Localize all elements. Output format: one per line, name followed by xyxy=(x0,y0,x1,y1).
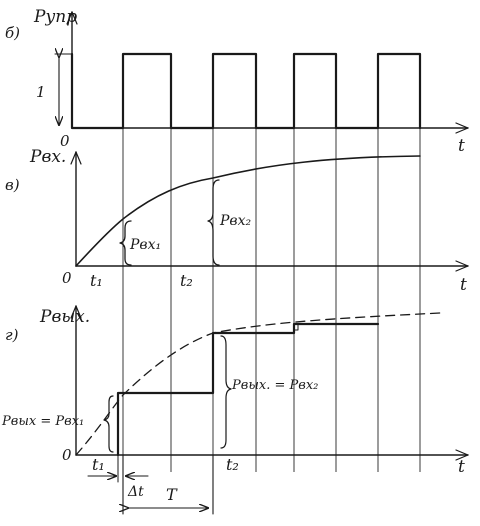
origin-label-g: 0 xyxy=(62,446,72,464)
brace-p1 xyxy=(119,220,132,266)
input-axis-label: Pвх. xyxy=(29,147,66,167)
brace-out-1 xyxy=(103,395,114,453)
panel-v-tag: в) xyxy=(5,176,20,194)
p-in-1-label: Pвх₁ xyxy=(129,237,161,253)
time-label-g: t xyxy=(458,457,465,477)
origin-label-b: 0 xyxy=(60,132,70,150)
time-grid xyxy=(122,55,421,472)
brace-p2 xyxy=(207,179,220,266)
input-curve-dashed xyxy=(75,312,441,456)
panel-g-tag: г) xyxy=(5,326,19,344)
panel-output-signal: г) Pвых. Pвых = Pвх₁ Pвых. = Pвх₂ 0 t₁ t… xyxy=(1,305,469,515)
output-eq-1: Pвых = Pвх₁ xyxy=(1,414,84,429)
output-axis-label: Pвых. xyxy=(39,307,90,327)
origin-label-v: 0 xyxy=(62,269,72,287)
control-axis-label: Pупр xyxy=(33,7,77,27)
t1-label-v: t₁ xyxy=(90,271,103,290)
output-eq-2: Pвых. = Pвх₂ xyxy=(231,378,318,393)
time-label-b: t xyxy=(458,136,465,156)
panel-control-pulses: б) Pупр 1 0 t xyxy=(5,7,469,156)
brace-out-2 xyxy=(220,335,232,449)
panel-b-tag: б) xyxy=(5,24,20,42)
control-pulse-train xyxy=(70,52,422,130)
panel-input-signal: в) Pвх. Pвх₁ Pвх₂ 0 t₁ t₂ t xyxy=(5,147,469,295)
input-signal-curve xyxy=(75,155,421,267)
time-label-v: t xyxy=(460,275,467,295)
p-in-2-label: Pвх₂ xyxy=(219,213,251,229)
output-step-signal xyxy=(116,322,380,457)
t2-label-g: t₂ xyxy=(226,455,239,474)
t1-label-g: t₁ xyxy=(92,455,105,474)
delta-t-label: Δt xyxy=(127,484,144,500)
period-label: T xyxy=(166,485,178,504)
amplitude-label: 1 xyxy=(36,83,46,101)
t2-label-v: t₂ xyxy=(180,271,193,290)
